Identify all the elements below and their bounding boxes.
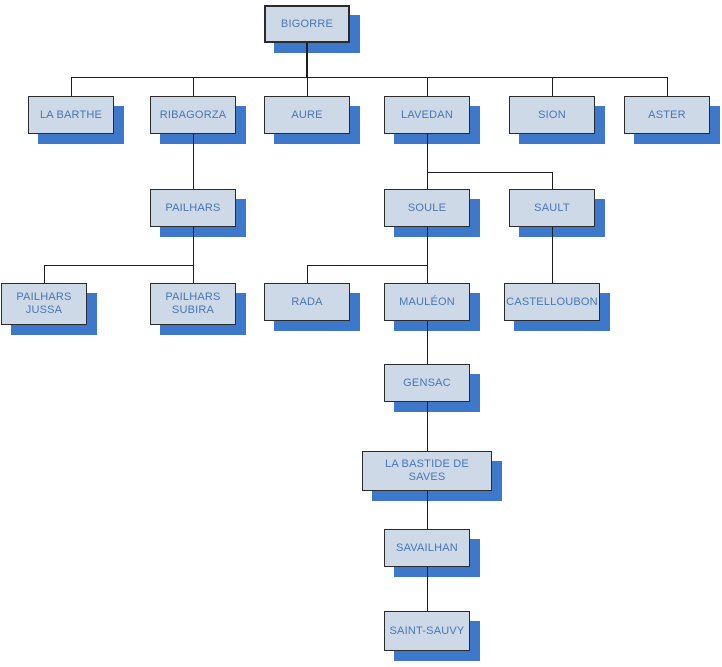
node-ribagorza[interactable]: RIBAGORZA bbox=[150, 96, 236, 134]
connector-bigorre-children-rail bbox=[71, 77, 668, 78]
node-mauleon[interactable]: MAULÉON bbox=[384, 283, 470, 321]
connector-bigorre-drop bbox=[306, 42, 308, 77]
connector-pailhars-children-rail bbox=[44, 265, 194, 266]
connector-bastide-savailhan bbox=[427, 491, 428, 529]
connector-drop-rada bbox=[307, 265, 308, 283]
node-pailhars[interactable]: PAILHARS bbox=[150, 189, 236, 227]
node-lavedan[interactable]: LAVEDAN bbox=[384, 96, 470, 134]
node-bigorre[interactable]: BIGORRE bbox=[264, 5, 350, 43]
connector-drop-la-barthe bbox=[71, 77, 72, 96]
connector-lavedan-soule bbox=[427, 134, 428, 189]
node-rada[interactable]: RADA bbox=[264, 283, 350, 321]
node-la-bastide-de-saves[interactable]: LA BASTIDE DE SAVES bbox=[362, 451, 492, 491]
connector-soule-mauleon bbox=[427, 227, 428, 283]
node-sault[interactable]: SAULT bbox=[509, 189, 595, 227]
connector-ribagorza-pailhars bbox=[193, 134, 194, 189]
node-aster[interactable]: ASTER bbox=[624, 96, 710, 134]
node-pailhars-subira[interactable]: PAILHARS SUBIRA bbox=[150, 283, 236, 325]
node-sion[interactable]: SION bbox=[509, 96, 595, 134]
node-saint-sauvy[interactable]: SAINT-SAUVY bbox=[384, 611, 470, 651]
node-la-barthe[interactable]: LA BARTHE bbox=[28, 96, 114, 134]
connector-lavedan-children-rail bbox=[427, 172, 553, 173]
connector-drop-aster bbox=[667, 77, 668, 96]
connector-pailhars-subira bbox=[193, 227, 194, 283]
connector-drop-aure bbox=[307, 77, 308, 96]
connector-gensac-bastide bbox=[427, 402, 428, 451]
connector-soule-children-rail bbox=[307, 265, 428, 266]
connector-drop-lavedan bbox=[427, 77, 428, 96]
connector-drop-ribagorza bbox=[193, 77, 194, 96]
node-gensac[interactable]: GENSAC bbox=[384, 364, 470, 402]
node-castelloubon[interactable]: CASTELLOUBON bbox=[504, 283, 600, 321]
connector-mauleon-gensac bbox=[427, 321, 428, 364]
connector-drop-sion bbox=[552, 77, 553, 96]
connector-drop-sault bbox=[552, 172, 553, 189]
connector-savailhan-saint-sauvy bbox=[427, 567, 428, 611]
node-soule[interactable]: SOULE bbox=[384, 189, 470, 227]
connector-drop-pailhars-jussa bbox=[44, 265, 45, 283]
node-aure[interactable]: AURE bbox=[264, 96, 350, 134]
node-pailhars-jussa[interactable]: PAILHARS JUSSA bbox=[1, 283, 87, 325]
node-savailhan[interactable]: SAVAILHAN bbox=[384, 529, 470, 567]
connector-sault-castelloubon bbox=[552, 227, 553, 283]
